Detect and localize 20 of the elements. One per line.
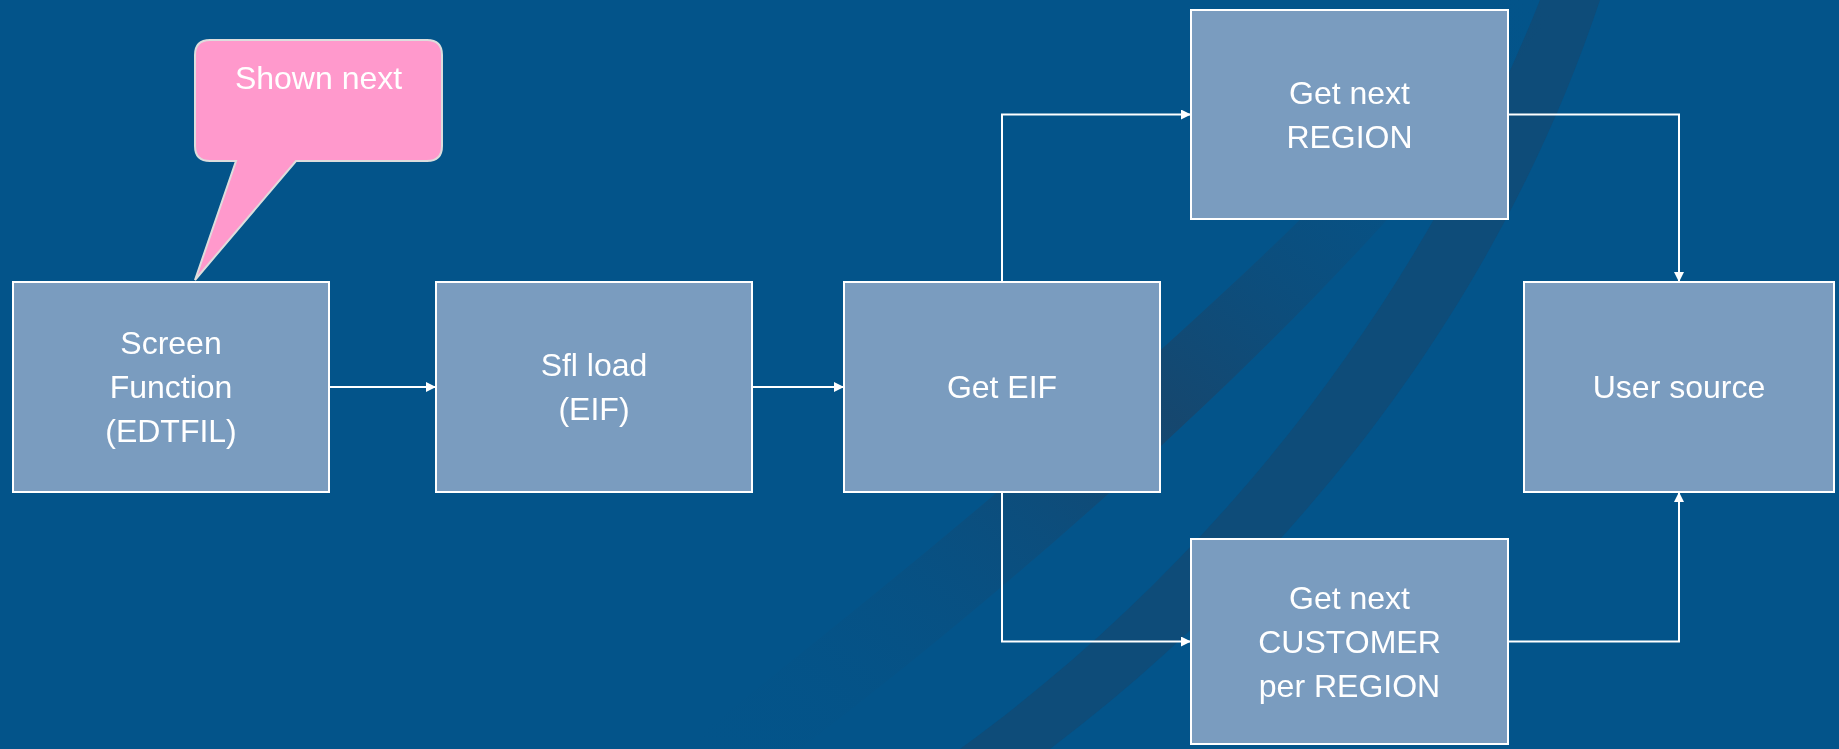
box-label: Get next REGION bbox=[1285, 73, 1414, 157]
process-box bbox=[12, 281, 330, 493]
box-label: User source bbox=[1592, 368, 1766, 407]
box-label: Sfl load (EIF) bbox=[539, 346, 649, 429]
process-box bbox=[1523, 281, 1835, 493]
arrow bbox=[1001, 492, 1191, 647]
process-box bbox=[1190, 538, 1509, 745]
process-box bbox=[435, 281, 753, 493]
arrow bbox=[329, 382, 436, 392]
arrow bbox=[1508, 113, 1684, 282]
arrow bbox=[752, 382, 844, 392]
speech-callout bbox=[194, 39, 443, 281]
arrow bbox=[1001, 109, 1191, 282]
arrow bbox=[1508, 492, 1684, 643]
box-label: Get EIF bbox=[946, 368, 1058, 407]
process-box bbox=[1190, 9, 1509, 220]
process-box bbox=[843, 281, 1161, 493]
callout-text: Shown next bbox=[233, 59, 404, 97]
box-label: Get next CUSTOMER per REGION bbox=[1257, 578, 1442, 706]
box-label: Screen Function (EDTFIL) bbox=[104, 324, 238, 451]
